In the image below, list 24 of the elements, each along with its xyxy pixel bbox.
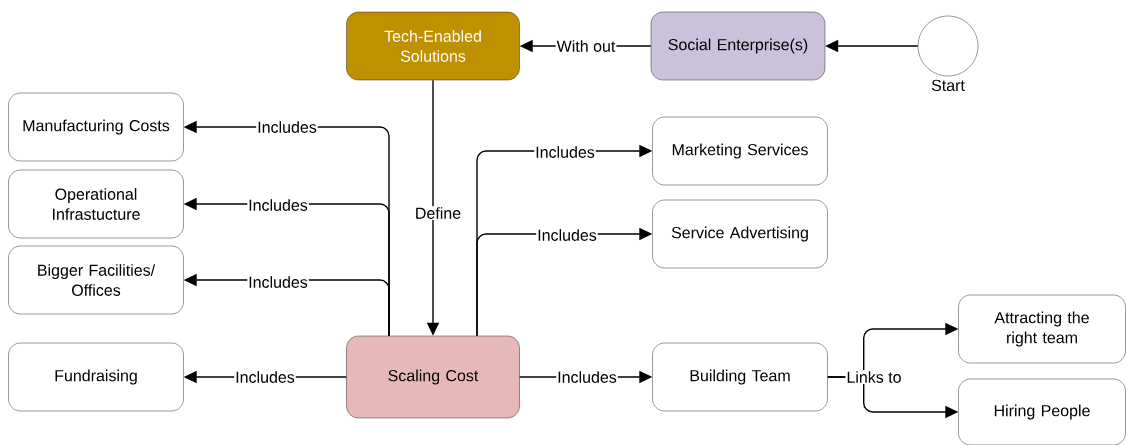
process-box: Marketing Services	[652, 116, 828, 186]
edge-label: Includes	[247, 198, 309, 212]
edge-label: Includes	[536, 228, 598, 242]
edge-label: Includes	[556, 370, 618, 384]
process-box: Service Advertising	[652, 199, 828, 269]
edge-label: Links to	[845, 370, 903, 384]
process-box: Hiring People	[958, 378, 1126, 445]
process-box: Attracting the right team	[958, 294, 1126, 364]
node-caption: Start	[931, 79, 965, 92]
process-box: Manufacturing Costs	[8, 92, 184, 162]
edge-label: Includes	[256, 120, 318, 134]
edge-label: Includes	[234, 370, 296, 384]
start-circle	[917, 15, 979, 77]
process-box: Scaling Cost	[346, 335, 520, 419]
process-box: Fundraising	[8, 342, 184, 412]
edge-label: Includes	[534, 145, 596, 159]
edge-label: With out	[555, 39, 617, 53]
process-box: Bigger Facilities/ Offices	[8, 245, 184, 315]
process-box: Social Enterprise(s)	[650, 11, 826, 81]
process-box: Building Team	[652, 342, 828, 412]
process-box: Tech-Enabled Solutions	[346, 11, 520, 81]
edge-label: Define	[413, 206, 463, 220]
edge-label: Includes	[247, 275, 309, 289]
process-box: Operational Infrastucture	[8, 169, 184, 239]
